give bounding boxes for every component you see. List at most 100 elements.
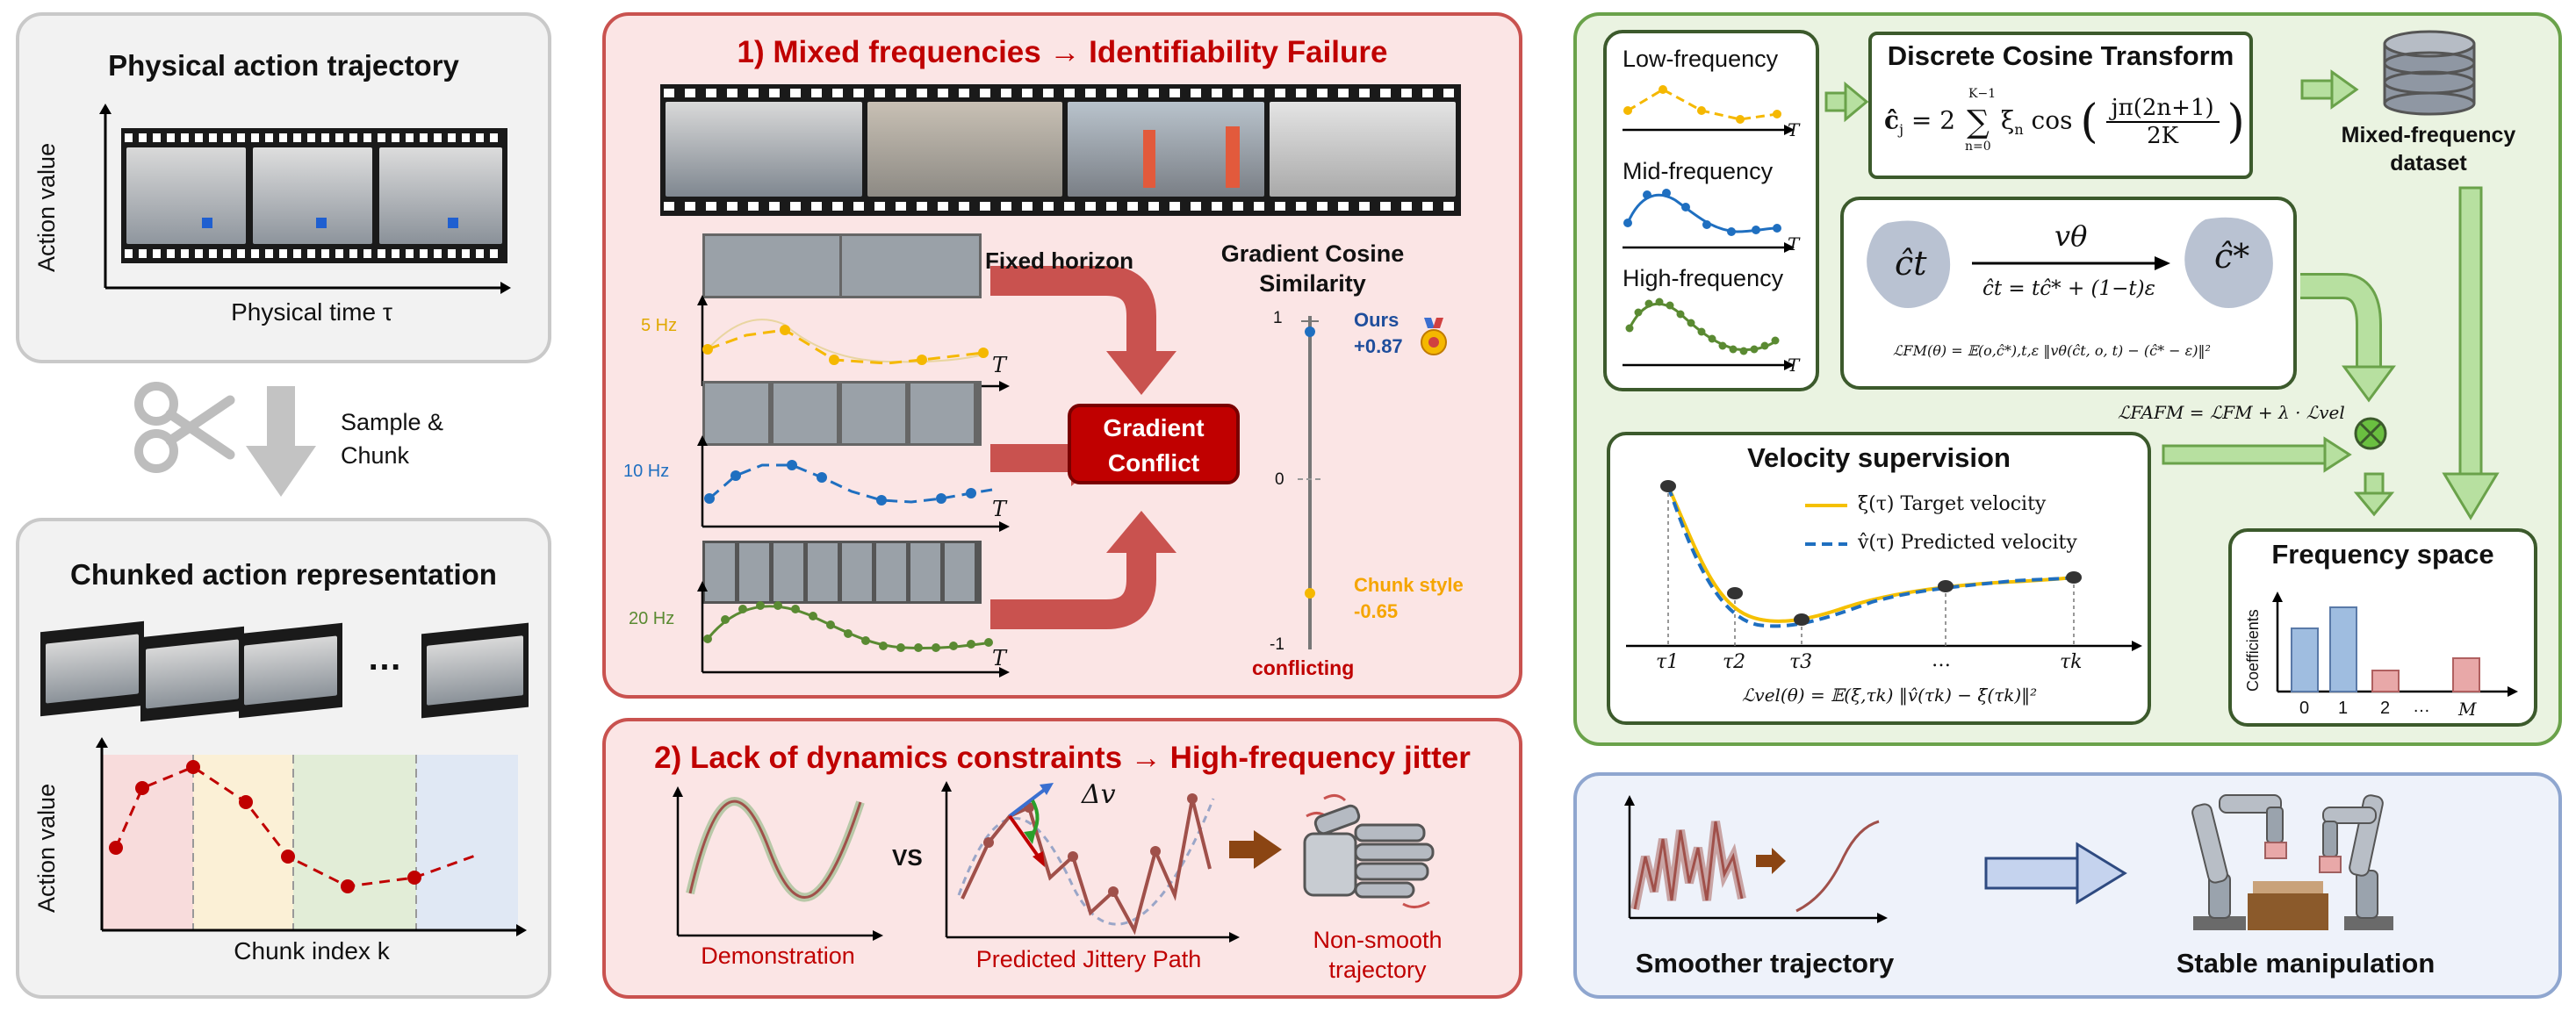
bar-label-m: M [2458,699,2477,720]
low-frequency-curve [1623,85,1795,135]
vs-label: VS [892,844,923,871]
scissors-icon [134,382,235,473]
blue-cube-1 [202,218,212,228]
axis-t-high: T [1788,355,1800,376]
tau-2: τ2 [1723,651,1746,673]
medal-icon [1421,318,1447,355]
flow-arrow [1972,256,2170,270]
predicted-path-label: Predicted Jittery Path [975,946,1202,972]
smoother-trajectory-label: Smoother trajectory [1635,948,1895,979]
stable-manipulation-label: Stable manipulation [2176,948,2436,979]
robot-hand-icon [1303,794,1435,908]
fm-curve-arrow [2300,273,2396,403]
ours-value: +0.87 [1354,335,1403,357]
c-star-label: ĉ* [2214,237,2250,276]
fafm-loss: ℒFAFM = ℒFM + λ · ℒvel [2118,402,2345,423]
film-holes-top [125,133,504,142]
bar-label-1: 1 [2338,699,2349,718]
high-frequency-curve [1623,298,1795,370]
arrow-to-dataset [2300,69,2359,110]
frame-mobile-robot [867,102,1062,197]
film-frame-2 [253,147,372,244]
brown-arrow-icon [1229,830,1282,869]
top-y-axis-label: Action value [33,142,60,272]
frequency-space-box [2228,528,2537,727]
coefficient-bars [2272,592,2518,697]
thumb-10hz [702,381,982,446]
freq-5hz-label: 5 Hz [641,316,678,335]
bottom-y-axis-label: Action value [33,783,60,913]
axis-t-5hz: T [992,353,1007,377]
axis-t-20hz: T [992,646,1007,670]
database-icon [2383,30,2476,116]
chunk-style-value: -0.65 [1354,600,1399,622]
top-x-axis-label: Physical time τ [231,298,392,326]
bar-label-0: 0 [2299,699,2310,718]
chunk-style-label: Chunk style [1354,574,1464,596]
cosine-title: Gradient Cosine Similarity [1220,240,1405,297]
mid-frequency-curve [1623,189,1795,253]
frame-humanoid [1270,102,1456,197]
low-frequency-label: Low-frequency [1623,46,1779,72]
jittery-path-plot [941,781,1240,943]
multiply-node-icon [2354,417,2387,450]
dataset-label: Mixed-frequency dataset [2341,123,2516,176]
frequency-space-title: Frequency space [2271,539,2494,570]
interpolation-equation: ĉt = tĉ* + (1−t)ε [1982,277,2155,300]
dct-box [1868,32,2253,179]
film-frame-1 [126,147,246,244]
curve-10hz [697,435,1010,532]
chunked-representation-title: Chunked action representation [70,558,497,591]
bar-label-dots: … [2413,697,2430,716]
cosine-axis [1298,316,1322,649]
delta-v-label: Δv [1082,779,1116,810]
mid-frequency-label: Mid-frequency [1623,158,1774,184]
frame-arm [666,102,862,197]
freq-20hz-label: 20 Hz [629,609,675,628]
blue-cube-2 [316,218,327,228]
chunk-card-4 [421,622,529,719]
demonstration-plot [673,786,883,941]
film-holes-bottom [125,249,504,258]
thumb-5hz [702,233,845,298]
bottom-x-axis-label: Chunk index k [234,937,390,964]
v-theta-label: vθ [2054,219,2088,253]
axis-t-mid: T [1788,233,1800,255]
chunk-card-2 [140,626,244,722]
physical-trajectory-title: Physical action trajectory [108,49,459,82]
tau-1: τ1 [1656,651,1680,673]
right-arrow-icon [1984,842,2127,905]
coefficients-label: Coefficients [2244,609,2262,692]
thumb-20hz [702,541,982,604]
velocity-loss: ℒvel(θ) = 𝔼(ξ,τk) ‖v̂(τk) − ξ̇(τk)‖² [1742,685,2038,706]
arrow-to-dct [1824,81,1869,123]
conflicting-label: conflicting [1252,656,1355,679]
top-filmstrip [121,128,507,263]
c-t-label: ĉt [1895,244,1927,283]
gradient-conflict-box: Gradient Conflict [1068,404,1240,484]
ours-label: Ours [1354,309,1400,331]
frequency-examples-box [1603,30,1819,391]
mixed-frequency-title: 1) Mixed frequencies → Identifiability F… [737,35,1388,69]
predicted-velocity-legend: v̂(τ) Predicted velocity [1858,532,2077,554]
blue-cube-3 [448,218,458,228]
velocity-plot [1626,480,2142,651]
non-smooth-label: Non-smooth trajectory [1313,927,1443,983]
velocity-supervision-title: Velocity supervision [1747,442,2011,473]
top-axes [99,104,511,294]
axis-t-10hz: T [992,497,1007,521]
node-down-arrow [2353,472,2395,517]
target-blob [2184,217,2273,308]
tau-3: τ3 [1789,651,1813,673]
smoothing-plot [1624,795,1888,923]
chunk-card-3 [239,622,342,719]
target-velocity-legend: ξ̇(τ) Target velocity [1858,493,2047,515]
sample-chunk-label: Sample & Chunk [341,409,444,469]
tau-dots: … [1932,649,1951,671]
high-frequency-label: High-frequency [1623,265,1784,291]
fixed-horizon-label: Fixed horizon [985,247,1133,274]
tau-k: τk [2060,651,2083,673]
tick-m1: -1 [1270,635,1284,654]
freq-10hz-label: 10 Hz [623,462,670,481]
axis-t-low: T [1788,119,1800,140]
